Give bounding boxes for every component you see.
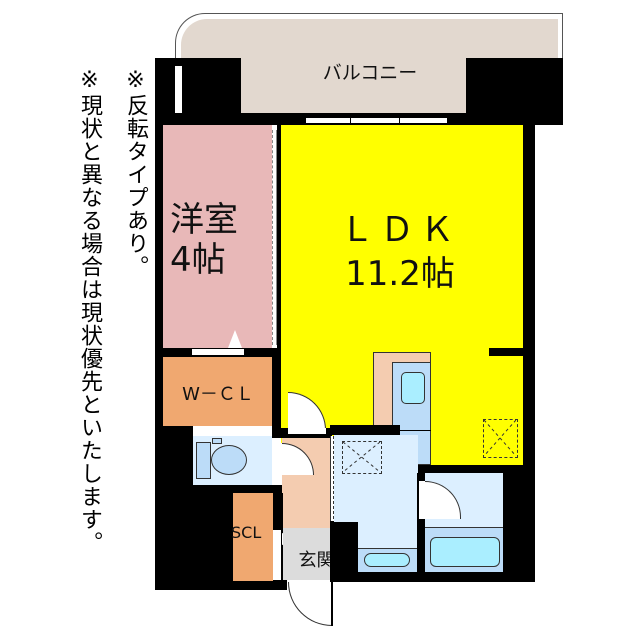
wall-washroom-top xyxy=(330,425,392,435)
toilet-icon[interactable] xyxy=(211,445,247,475)
wall-western-ldk xyxy=(277,118,281,418)
washroom-sliding-door[interactable] xyxy=(330,436,334,524)
wall-ldk-bottom xyxy=(330,465,525,475)
sink-icon[interactable] xyxy=(401,372,425,404)
shoe-closet xyxy=(233,493,273,581)
vanity-basin-icon[interactable] xyxy=(364,553,410,567)
ldk-wall-stub xyxy=(489,348,525,356)
balcony-label: バルコニー xyxy=(322,62,418,84)
reverse-type-note: ※反転タイプあり。 xyxy=(123,68,148,278)
bathtub-icon[interactable] xyxy=(430,537,500,567)
ldk-label: ＬＤＫ 11.2帖 xyxy=(310,208,490,296)
entrance-label: 玄関 xyxy=(298,550,335,571)
wcl-label: W－ＣＬ xyxy=(182,384,254,405)
western-room-size: 4帖 xyxy=(170,240,226,280)
wall-scl-block xyxy=(163,493,233,588)
outer-wall-right xyxy=(523,113,535,581)
washer-space-icon xyxy=(342,441,382,474)
western-room-sliding-door[interactable] xyxy=(272,130,277,345)
western-room-name: 洋室 xyxy=(170,200,238,240)
wall-wcl-right xyxy=(272,348,282,438)
wcl-door[interactable] xyxy=(192,349,244,355)
wall-washroom-left-lower xyxy=(330,522,358,582)
wall-toilet-bottom xyxy=(163,485,283,495)
wcl-door-marker xyxy=(228,330,242,348)
balcony-sliding-window[interactable] xyxy=(305,117,448,124)
ldk-size: 11.2帖 xyxy=(345,254,455,294)
ceiling-storage-icon xyxy=(483,419,518,458)
window-slot xyxy=(175,66,182,116)
western-room-label: 洋室 4帖 xyxy=(170,200,250,280)
western-room xyxy=(163,125,272,349)
wall-bath-right xyxy=(503,465,535,582)
walk-in-closet xyxy=(163,357,273,426)
scl-label: SCL xyxy=(231,523,262,542)
outer-wall-bottom-right xyxy=(330,572,535,582)
disclaimer-note: ※現状と異なる場合は現状優先といたします。 xyxy=(77,68,102,554)
toilet-tank-icon xyxy=(196,442,211,479)
front-door[interactable] xyxy=(288,582,332,626)
wall-bath-left xyxy=(417,473,425,573)
front-door-leaf xyxy=(331,582,333,626)
ldk-name: ＬＤＫ xyxy=(340,210,460,250)
